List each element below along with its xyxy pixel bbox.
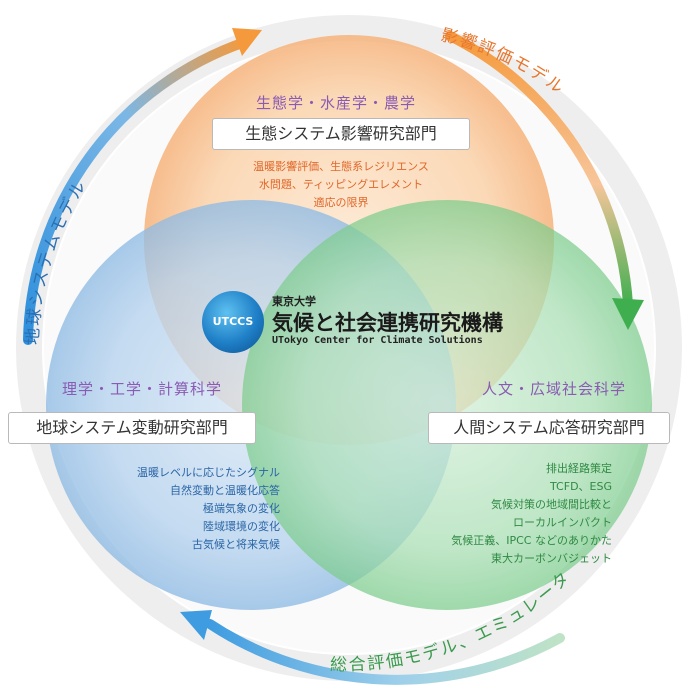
outer-ring xyxy=(16,15,682,681)
left-topic: 陸域環境の変化 xyxy=(203,520,280,533)
cycle-arrows xyxy=(23,28,644,685)
top-topic: 適応の限界 xyxy=(313,196,369,209)
center-name: 気候と社会連携研究機構 xyxy=(272,311,503,335)
bottom-arc-arrowhead xyxy=(180,610,212,640)
left-topic: 古気候と将来気候 xyxy=(192,538,280,551)
right-fields: 人文・広域社会科学 xyxy=(482,380,627,398)
right-topic: 気候対策の地域間比較と xyxy=(491,498,612,511)
top-fields: 生態学・水産学・農学 xyxy=(256,94,417,112)
left-topics: 温暖レベルに応じたシグナル 自然変動と温暖化応答 極端気象の変化 陸域環境の変化… xyxy=(62,464,280,554)
left-topic: 温暖レベルに応じたシグナル xyxy=(137,466,280,479)
right-arc-arrowhead xyxy=(612,298,644,330)
left-topic: 自然変動と温暖化応答 xyxy=(170,484,280,497)
right-circle xyxy=(242,200,652,610)
top-department: 生態システム影響研究部門 xyxy=(212,118,470,150)
right-department: 人間システム応答研究部門 xyxy=(428,412,670,444)
right-topic: 気候正義、IPCC などのありかた xyxy=(451,534,612,547)
utccs-logo: UTCCS xyxy=(202,291,264,353)
left-topic: 極端気象の変化 xyxy=(203,502,280,515)
left-arc xyxy=(23,37,250,345)
center-logo-block: UTCCS 東京大学 気候と社会連携研究機構 UTokyo Center for… xyxy=(202,287,503,353)
left-department: 地球システム変動研究部門 xyxy=(8,412,256,444)
right-topic: TCFD、ESG xyxy=(549,480,612,493)
center-name-en: UTokyo Center for Climate Solutions xyxy=(272,335,483,346)
right-topic: 東大カーボンバジェット xyxy=(491,552,612,565)
right-topic: ローカルインパクト xyxy=(513,516,612,529)
left-fields: 理学・工学・計算科学 xyxy=(62,380,223,398)
left-arc-arrowhead xyxy=(232,28,262,56)
university-name: 東京大学 xyxy=(272,295,316,308)
bottom-arc xyxy=(205,619,565,685)
right-arc xyxy=(445,31,633,310)
top-topic: 水問題、ティッピングエレメント xyxy=(258,178,424,191)
right-topic: 排出経路策定 xyxy=(546,462,612,475)
top-topics: 温暖影響評価、生態系レジリエンス 水問題、ティッピングエレメント 適応の限界 xyxy=(218,158,464,212)
right-topics: 排出経路策定 TCFD、ESG 気候対策の地域間比較と ローカルインパクト 気候… xyxy=(376,460,612,568)
top-topic: 温暖影響評価、生態系レジリエンス xyxy=(253,160,429,173)
